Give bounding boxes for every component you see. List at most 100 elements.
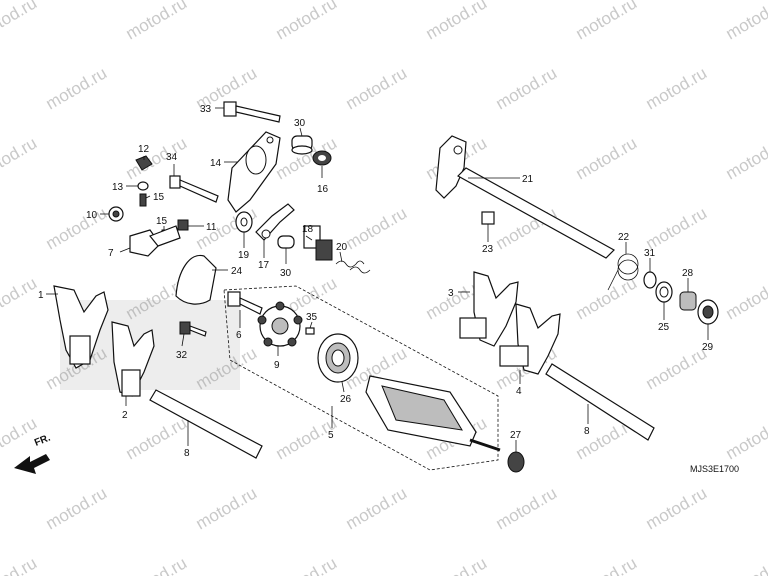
cap-12 bbox=[135, 155, 153, 171]
shift-drum-5 bbox=[365, 375, 501, 452]
callout-17: 17 bbox=[258, 260, 270, 271]
watermark-text: motod.ru bbox=[0, 273, 40, 323]
diagram-code: MJS3E1700 bbox=[690, 464, 739, 474]
watermark-text: motod.ru bbox=[423, 0, 491, 43]
watermark-text: motod.ru bbox=[493, 483, 561, 533]
return-spring-22 bbox=[607, 253, 639, 291]
callout-21: 21 bbox=[522, 174, 534, 185]
watermark-text: motod.ru bbox=[0, 133, 40, 183]
bolt-33 bbox=[223, 101, 281, 123]
washer-19 bbox=[235, 211, 253, 233]
pin-13 bbox=[137, 181, 149, 191]
pin-11 bbox=[177, 219, 189, 231]
washer-25 bbox=[655, 281, 673, 303]
callout-12: 12 bbox=[138, 144, 150, 155]
oil-seal-29 bbox=[697, 299, 719, 325]
watermark-text: motod.ru bbox=[343, 63, 411, 113]
watermark-text: motod.ru bbox=[0, 553, 40, 576]
star-plate-9 bbox=[257, 301, 303, 347]
fork-shaft-8-right bbox=[545, 363, 655, 441]
watermark-text: motod.ru bbox=[123, 0, 191, 43]
watermark-text: motod.ru bbox=[123, 553, 191, 576]
shift-arm-7 bbox=[129, 225, 181, 257]
watermark-text: motod.ru bbox=[723, 0, 768, 43]
callout-23: 23 bbox=[482, 244, 494, 255]
callout-26: 26 bbox=[340, 394, 352, 405]
callout-3: 3 bbox=[448, 288, 454, 299]
watermark-text: motod.ru bbox=[573, 133, 641, 183]
spring-17 bbox=[255, 203, 295, 241]
leader-lines bbox=[46, 107, 709, 452]
bearing-26 bbox=[317, 333, 359, 383]
collar-28 bbox=[679, 291, 697, 311]
callout-6: 6 bbox=[236, 330, 242, 341]
bolt-34 bbox=[169, 175, 219, 203]
fork-shaft-8-left bbox=[149, 389, 263, 459]
watermark-text: motod.ru bbox=[273, 553, 341, 576]
clip-31 bbox=[643, 271, 657, 289]
watermark-text: motod.ru bbox=[573, 553, 641, 576]
callout-25: 25 bbox=[658, 322, 670, 333]
callout-27: 27 bbox=[510, 430, 522, 441]
callout-35: 35 bbox=[306, 312, 318, 323]
callout-labels: 33 30 16 14 12 13 34 15 10 15 11 7 19 17… bbox=[38, 104, 714, 459]
shift-fork-2 bbox=[111, 321, 155, 397]
callout-1: 1 bbox=[38, 290, 44, 301]
collar-16 bbox=[312, 150, 332, 166]
callout-33: 33 bbox=[200, 104, 212, 115]
watermark-text: motod.ru bbox=[123, 413, 191, 463]
callout-28: 28 bbox=[682, 268, 694, 279]
watermark-text: motod.ru bbox=[643, 483, 711, 533]
spring-15-top bbox=[139, 193, 147, 207]
watermark-text: motod.ru bbox=[643, 63, 711, 113]
callout-10: 10 bbox=[86, 210, 98, 221]
watermark-text: motod.ru bbox=[643, 203, 711, 253]
collar-30-lower bbox=[277, 235, 295, 249]
callout-16: 16 bbox=[317, 184, 329, 195]
callout-14: 14 bbox=[210, 158, 222, 169]
callout-8-right: 8 bbox=[584, 426, 590, 437]
collar-30-top bbox=[291, 135, 313, 155]
callout-18-roller: 18 bbox=[302, 224, 314, 235]
callout-29: 29 bbox=[702, 342, 714, 353]
watermark-text: motod.ru bbox=[723, 273, 768, 323]
pin-35 bbox=[305, 327, 315, 335]
watermark-text: motod.ru bbox=[43, 483, 111, 533]
callout-2: 2 bbox=[122, 410, 128, 421]
drum-assembly-outline bbox=[223, 285, 499, 471]
callout-15-top: 15 bbox=[153, 192, 165, 203]
watermark-text: motod.ru bbox=[43, 203, 111, 253]
watermark-text: motod.ru bbox=[573, 0, 641, 43]
watermark-text: motod.ru bbox=[423, 553, 491, 576]
shift-fork-3 bbox=[459, 271, 519, 347]
watermark-text: motod.ru bbox=[273, 0, 341, 43]
watermark-text: motod.ru bbox=[0, 0, 40, 43]
callout-22: 22 bbox=[618, 232, 630, 243]
front-direction-arrow-icon bbox=[14, 454, 50, 474]
shift-fork-4 bbox=[499, 303, 561, 375]
watermark-text: motod.ru bbox=[493, 63, 561, 113]
cap-27 bbox=[507, 451, 525, 473]
callout-13: 13 bbox=[112, 182, 124, 193]
watermark-text: motod.ru bbox=[343, 483, 411, 533]
callout-32: 32 bbox=[176, 350, 188, 361]
bolt-23 bbox=[481, 211, 495, 225]
callout-30-lower: 30 bbox=[280, 268, 292, 279]
callout-24: 24 bbox=[231, 266, 243, 277]
callout-7: 7 bbox=[108, 248, 114, 259]
watermark-text: motod.ru bbox=[43, 63, 111, 113]
nut-10 bbox=[108, 206, 124, 222]
callout-5: 5 bbox=[328, 430, 334, 441]
watermark-text: motod.ru bbox=[723, 413, 768, 463]
bolt-32 bbox=[179, 321, 207, 337]
watermark-text: motod.ru bbox=[573, 273, 641, 323]
watermark-text: motod.ru bbox=[723, 553, 768, 576]
callout-9: 9 bbox=[274, 360, 280, 371]
plate-24 bbox=[175, 254, 217, 305]
watermark-text: motod.ru bbox=[643, 343, 711, 393]
callout-8-left: 8 bbox=[184, 448, 190, 459]
callout-20: 20 bbox=[336, 242, 348, 253]
roller-18 bbox=[303, 225, 333, 261]
